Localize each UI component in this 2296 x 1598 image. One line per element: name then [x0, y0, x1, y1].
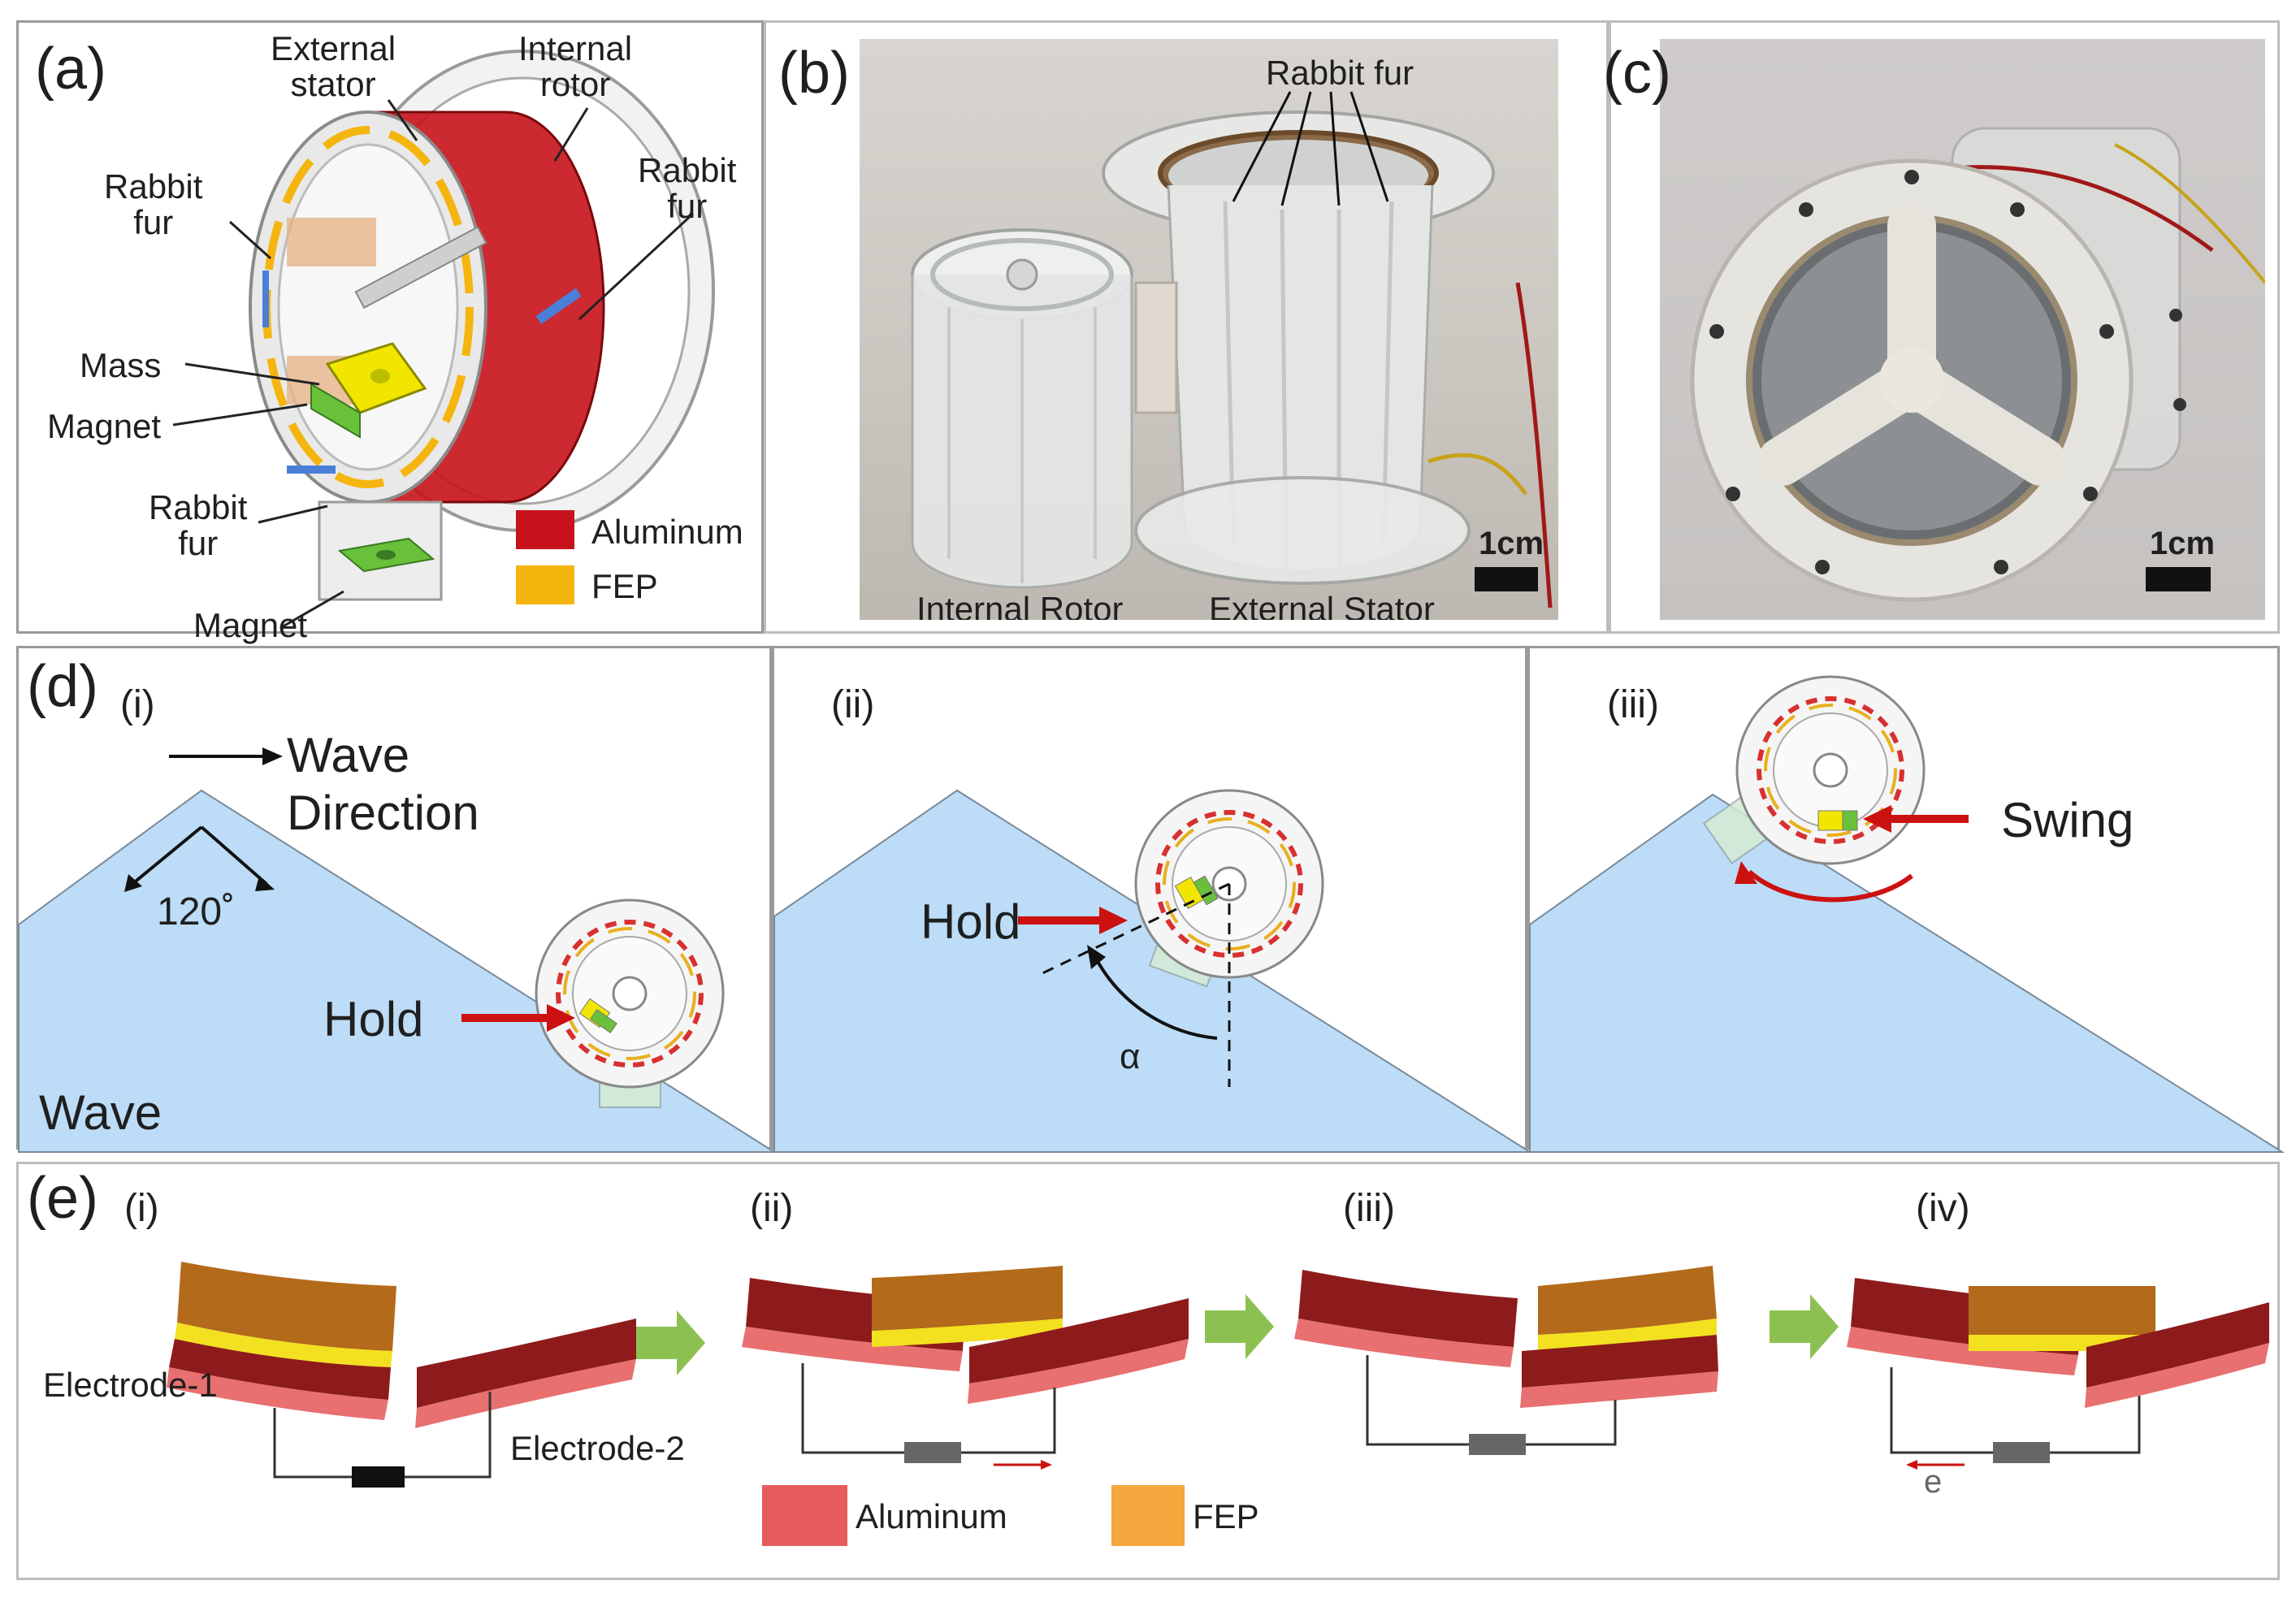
generator-cad-drawing [172, 50, 715, 630]
wave-direction-line1: Wave [287, 728, 410, 782]
panel-e-iv-label: (iv) [1916, 1187, 1970, 1230]
rabbit-fur-bottom-line2: fur [178, 524, 219, 563]
external-stator-line2: stator [290, 65, 376, 104]
rabbit-fur-right-label: Rabbit fur [638, 151, 737, 226]
legend-e-fep-swatch [1111, 1485, 1185, 1546]
rabbit-fur-left-label: Rabbit fur [104, 167, 203, 242]
magnet-lower-label: Magnet [193, 606, 308, 644]
panel-d-i-label: (i) [120, 683, 155, 726]
rabbit-fur-bottom-label: Rabbit fur [149, 488, 248, 563]
panel-b-label: (b) [778, 41, 850, 106]
legend-fep-swatch [516, 565, 574, 604]
wave-tilt-diagram [773, 789, 1533, 1153]
stage-i-group [167, 1262, 636, 1488]
hold-label-i: Hold [323, 992, 424, 1046]
panel-d-i: (d) (i) Wave Direction 120˚ Hold Wave [16, 646, 778, 1153]
stage-iv-group [1847, 1278, 2269, 1470]
panel-d-ii-label: (ii) [831, 683, 875, 726]
panel-c-label: (c) [1603, 41, 1671, 106]
magnet-upper-label: Magnet [47, 407, 162, 445]
stage-ii-group [742, 1266, 1189, 1470]
panel-e-ii-label: (ii) [750, 1187, 794, 1230]
angle-label: 120˚ [157, 890, 236, 933]
device-photo-b: Rabbit fur Internal Rotor External Stato… [860, 39, 1558, 620]
rabbit-fur-right-line2: fur [667, 187, 708, 226]
charge-transfer-diagram [167, 1262, 2269, 1488]
panel-d-iii-label: (iii) [1607, 683, 1659, 726]
wave-direction-line2: Direction [287, 786, 479, 840]
wave-hold-diagram [18, 747, 778, 1153]
panel-d-ii: (ii) Hold α [772, 646, 1533, 1153]
panel-a: (a) External stator Internal rotor Rabbi… [16, 20, 764, 643]
scale-bar-label-c: 1cm [2150, 526, 2216, 561]
panel-d-label: (d) [27, 654, 98, 719]
legend-e-aluminum-label: Aluminum [856, 1497, 1007, 1535]
swing-label: Swing [2001, 793, 2134, 847]
external-stator-line1: External [271, 29, 396, 67]
assembled-device-photo-sketch [1690, 127, 2265, 602]
rabbit-fur-left-line2: fur [133, 203, 174, 242]
internal-rotor-photo-label: Internal Rotor [916, 590, 1124, 620]
legend-e-aluminum-swatch [762, 1485, 847, 1546]
rabbit-fur-right-line1: Rabbit [638, 151, 737, 189]
electrode-2-label: Electrode-2 [510, 1429, 685, 1467]
electrode-1-label: Electrode-1 [43, 1366, 218, 1404]
rabbit-fur-left-line1: Rabbit [104, 167, 203, 206]
electron-label: e [1924, 1464, 1943, 1500]
internal-rotor-line1: Internal [518, 29, 633, 67]
internal-rotor-line2: rotor [539, 65, 611, 104]
external-stator-photo-label: External Stator [1209, 590, 1435, 620]
panel-e-iii-label: (iii) [1343, 1187, 1395, 1230]
hold-label-ii: Hold [921, 894, 1021, 949]
panel-d-iii: (iii) Swing [1527, 646, 2285, 1153]
wave-direction-label: Wave Direction [287, 730, 479, 838]
stage-iii-group [1294, 1266, 1718, 1455]
panel-e-i-label: (i) [124, 1187, 159, 1230]
legend-fep-label: FEP [591, 567, 658, 605]
scale-bar-label-b: 1cm [1479, 526, 1544, 561]
external-stator-label: External stator [271, 29, 396, 104]
legend-aluminum-label: Aluminum [591, 513, 743, 551]
panel-a-label: (a) [35, 37, 106, 102]
wave-label: Wave [39, 1085, 162, 1140]
mass-label: Mass [80, 346, 162, 384]
rotor-stator-photo-sketch [911, 91, 1553, 608]
panel-e: (e) (i) (ii) (iii) (iv) Electrode-1 Elec… [16, 1162, 2280, 1580]
legend-e-fep-label: FEP [1193, 1497, 1259, 1535]
alpha-label: α [1120, 1037, 1141, 1076]
panel-e-label: (e) [27, 1166, 98, 1231]
legend-aluminum-swatch [516, 510, 574, 549]
internal-rotor-label: Internal rotor [518, 29, 633, 104]
rabbit-fur-photo-label: Rabbit fur [1266, 54, 1414, 92]
rabbit-fur-bottom-line1: Rabbit [149, 488, 248, 526]
panel-b: Rabbit fur Internal Rotor External Stato… [764, 20, 1609, 634]
wave-swing-diagram [1529, 675, 2285, 1153]
panel-c: 1cm (c) [1603, 20, 2280, 634]
device-photo-c: 1cm [1660, 39, 2265, 620]
